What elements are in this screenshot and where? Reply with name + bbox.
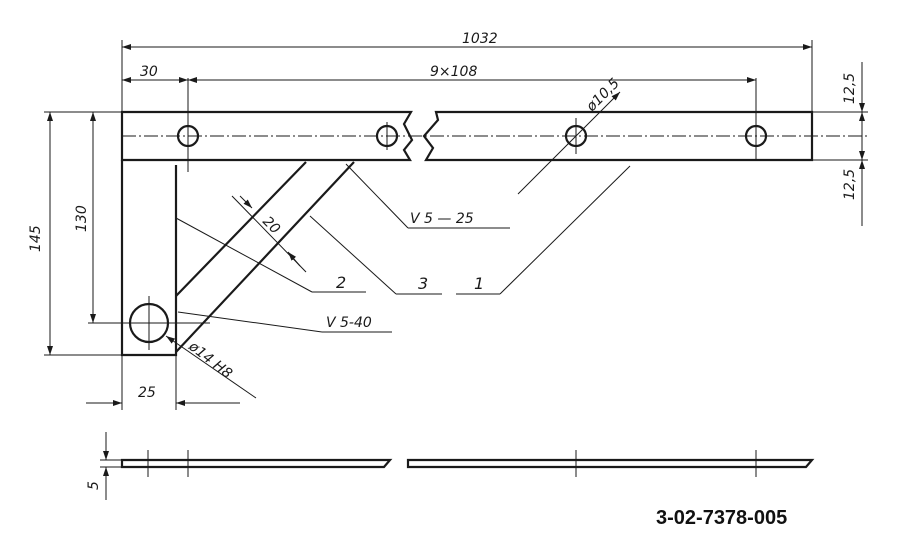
dim-hole-diameter: ø10,5: [517, 75, 623, 195]
label-weld-lower: V 5-40: [326, 315, 372, 331]
part-callouts: 2 3 1: [175, 165, 631, 295]
hole-4: [744, 78, 768, 160]
label-inner-height: 130: [74, 205, 90, 232]
label-weld-upper: V 5 — 25: [410, 211, 474, 227]
label-thickness: 5: [86, 481, 102, 490]
horizontal-bar: [120, 110, 868, 162]
label-offset-upper: 12,5: [842, 73, 858, 104]
label-brace-width: 20: [259, 214, 283, 238]
callout-3: 3: [418, 274, 428, 293]
dim-pivot-hole: ø14 H8: [165, 335, 257, 399]
label-leg-width: 25: [138, 385, 156, 401]
label-offset-lower: 12,5: [842, 169, 858, 200]
diagonal-brace: [175, 161, 355, 353]
hole-1: [176, 78, 200, 172]
callout-1: 1: [474, 274, 484, 293]
weld-callout-lower: V 5-40: [177, 311, 392, 333]
callout-2: 2: [336, 273, 346, 292]
dim-right-offsets: 12,5 12,5: [812, 62, 868, 226]
label-hole-pitch: 9×108: [430, 64, 477, 80]
dim-left-heights: 145 130: [28, 111, 122, 356]
document-number: 3-02-7378-005: [656, 507, 787, 529]
bar-holes: [176, 78, 768, 172]
dim-overall-length: 1032: [121, 31, 813, 112]
weld-callout-upper: V 5 — 25: [345, 163, 510, 229]
side-view: [120, 450, 815, 477]
vertical-leg: [88, 160, 210, 357]
dim-leg-width: 25: [86, 355, 240, 410]
label-total-height: 145: [28, 225, 44, 252]
label-edge-offset: 30: [140, 64, 158, 80]
label-pivot-hole: ø14 H8: [185, 338, 235, 382]
dim-hole-spacing: 30 9×108: [122, 64, 756, 83]
hole-2: [375, 122, 399, 150]
dim-brace-width: 20: [231, 195, 307, 273]
label-overall-length: 1032: [462, 31, 498, 47]
dim-thickness: 5: [86, 432, 122, 500]
